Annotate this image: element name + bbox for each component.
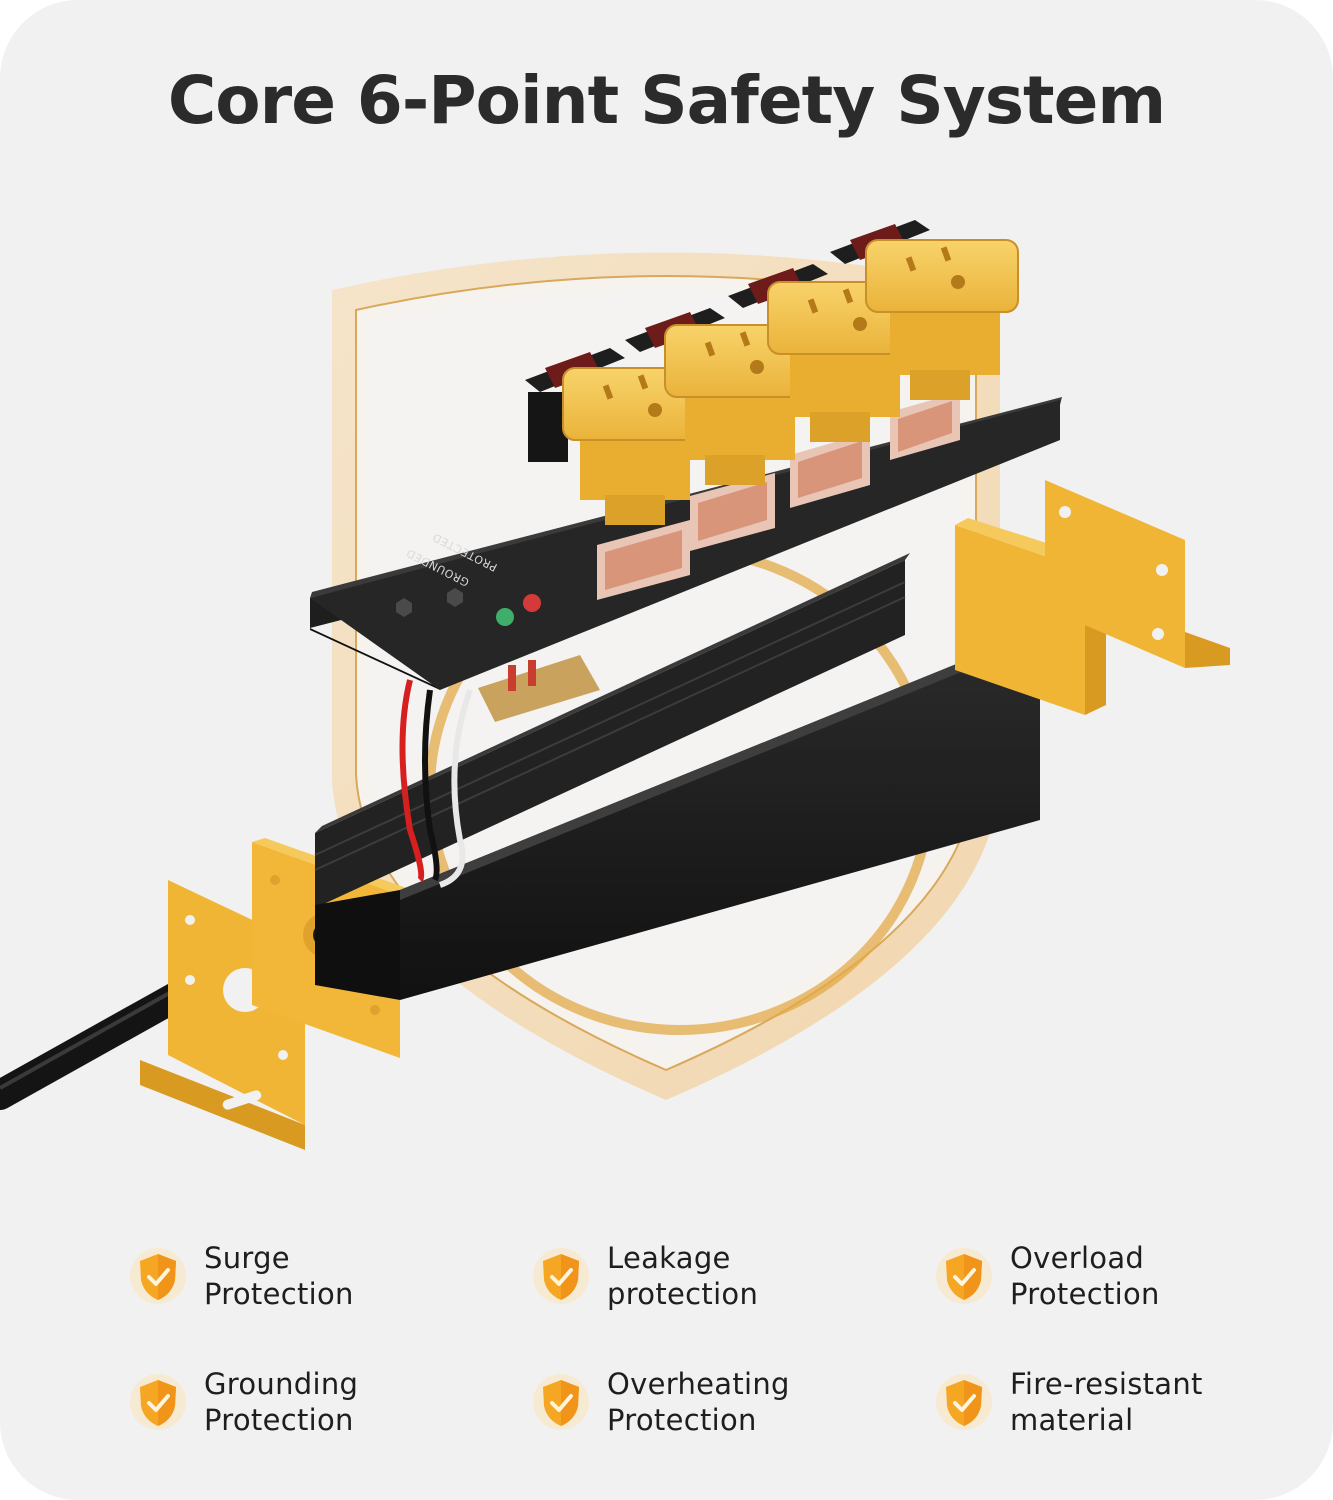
- feature-label-line: Protection: [1010, 1277, 1160, 1311]
- feature-list: Surge Protection Leakage protection: [128, 1240, 1248, 1438]
- feature-label: Surge Protection: [204, 1240, 354, 1312]
- feature-item: Overheating Protection: [531, 1366, 934, 1438]
- grounded-indicator-light: [496, 608, 514, 626]
- product-illustration: GROUNDED PROTECTED: [0, 220, 1230, 1150]
- outlet: [865, 239, 1019, 400]
- feature-label-line: Leakage: [607, 1241, 731, 1275]
- feature-label: Fire-resistant material: [1010, 1366, 1203, 1438]
- feature-label-line: Protection: [204, 1277, 354, 1311]
- shield-check-icon: [936, 1248, 992, 1304]
- feature-label: Overheating Protection: [607, 1366, 790, 1438]
- feature-label-line: protection: [607, 1277, 759, 1311]
- feature-item: Overload Protection: [934, 1240, 1248, 1312]
- feature-label: Overload Protection: [1010, 1240, 1160, 1312]
- feature-label-line: Overheating: [607, 1367, 790, 1401]
- feature-label-line: Fire-resistant: [1010, 1367, 1203, 1401]
- feature-item: Grounding Protection: [128, 1366, 531, 1438]
- page-title: Core 6-Point Safety System: [167, 62, 1166, 139]
- feature-item: Surge Protection: [128, 1240, 531, 1312]
- feature-label: Leakage protection: [607, 1240, 758, 1312]
- protected-indicator-light: [523, 594, 541, 612]
- feature-label-line: Surge: [204, 1241, 290, 1275]
- feature-label: Grounding Protection: [204, 1366, 358, 1438]
- feature-item: Leakage protection: [531, 1240, 934, 1312]
- shield-check-icon: [533, 1374, 589, 1430]
- aluminum-housing: [314, 553, 1040, 1000]
- feature-label-line: material: [1010, 1403, 1134, 1437]
- circuit-board: [478, 655, 600, 722]
- outlet: [664, 324, 818, 485]
- feature-label-line: Protection: [607, 1403, 757, 1437]
- shield-check-icon: [936, 1374, 992, 1430]
- shield-check-icon: [533, 1248, 589, 1304]
- feature-label-line: Protection: [204, 1403, 354, 1437]
- feature-label-line: Grounding: [204, 1367, 359, 1401]
- shield-check-icon: [130, 1374, 186, 1430]
- shield-check-icon: [130, 1248, 186, 1304]
- internal-wires: [399, 679, 473, 888]
- copper-contacts: [597, 392, 960, 600]
- right-mounting-bracket: [1045, 480, 1230, 668]
- feature-label-line: Overload: [1010, 1241, 1145, 1275]
- outlets: [562, 239, 1019, 525]
- feature-item: Fire-resistant material: [934, 1366, 1248, 1438]
